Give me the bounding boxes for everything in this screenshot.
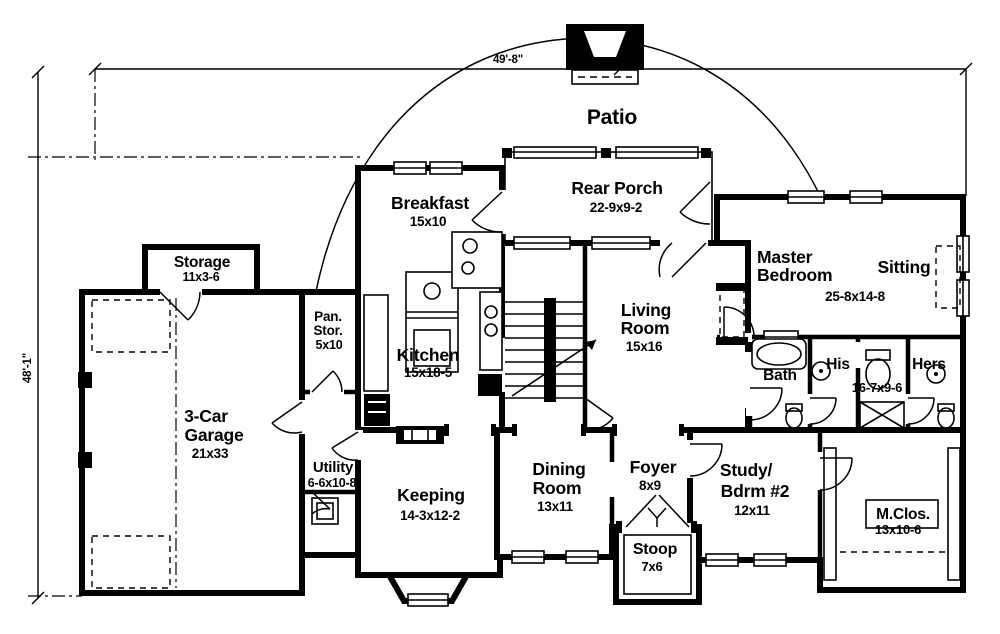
dining-window — [511, 550, 545, 564]
his-sink — [811, 361, 831, 381]
dining-room-label-2: Room — [533, 478, 582, 498]
kitchen-label: Kitchen — [397, 345, 460, 365]
breakfast-window — [393, 161, 427, 175]
utility-size: 6-6x10-8 — [308, 476, 357, 490]
room-labels: Patio Rear Porch 22-9x9-2 Breakfast 15x1… — [174, 106, 946, 574]
toilet — [785, 403, 803, 429]
his-closet-label: His — [826, 356, 850, 373]
sitting-label: Sitting — [877, 257, 930, 277]
rear-porch-label: Rear Porch — [571, 178, 662, 198]
master-bedroom-size: 25-8x14-8 — [825, 289, 885, 304]
garage-label-2: Garage — [184, 425, 244, 445]
storage-size: 11x3-6 — [182, 270, 219, 284]
living-room-window — [591, 236, 651, 250]
stoop-walls — [613, 524, 702, 605]
bath-label: Bath — [763, 367, 797, 384]
hers-closet-label: Hers — [912, 356, 946, 373]
porch-post — [502, 148, 512, 158]
stoop-label: Stoop — [633, 541, 678, 558]
master-closet-label: M.Clos. — [876, 506, 930, 523]
pantry-size: 5x10 — [315, 338, 342, 352]
master-closet-size: 13x10-6 — [875, 522, 921, 537]
master-bedroom-label-1: Master — [757, 247, 813, 267]
keeping-label: Keeping — [397, 485, 465, 505]
dining-window — [565, 550, 599, 564]
living-room-label-2: Room — [621, 318, 670, 338]
windows — [393, 146, 970, 607]
study-size: 12x11 — [734, 503, 770, 518]
overall-width-dimension: 49'-8" — [493, 54, 523, 66]
kitchen-counters — [363, 231, 503, 426]
wall-openings — [160, 190, 913, 533]
stair-hall-window — [513, 236, 571, 250]
rear-porch-size: 22-9x9-2 — [590, 200, 642, 215]
breakfast-label: Breakfast — [391, 193, 469, 213]
kitchen-island — [405, 271, 459, 373]
keeping-fireplace — [396, 426, 444, 444]
porch-screen-panel — [513, 146, 597, 159]
sitting-bay-ceiling-line — [935, 245, 961, 309]
dimension-lines: 49'-8" 48'-1" — [22, 54, 973, 605]
bathtub — [751, 338, 807, 370]
utility-label: Utility — [313, 459, 354, 476]
study-label-1: Study/ — [720, 460, 773, 480]
storage-label: Storage — [174, 254, 231, 271]
bath-size: 16-7x9-6 — [852, 380, 902, 395]
hers-sink — [926, 364, 946, 384]
dining-room-size: 13x11 — [537, 499, 573, 514]
doors — [159, 181, 935, 515]
toilet — [865, 349, 891, 390]
linen-cabinet — [859, 401, 905, 429]
master-closet-shelving — [823, 447, 961, 581]
living-room-label-1: Living — [621, 300, 671, 320]
study-label-2: Bdrm #2 — [721, 481, 790, 501]
sitting-bay-window — [956, 235, 970, 273]
patio-fireplace — [566, 24, 644, 85]
keeping-bay-window — [407, 593, 449, 607]
stair-stringer — [544, 298, 556, 402]
sitting-window — [849, 190, 883, 204]
walls — [79, 151, 966, 605]
overall-depth-dimension: 48'-1" — [22, 353, 34, 383]
sitting-bay-window — [956, 279, 970, 317]
study-window — [705, 553, 739, 567]
living-room-fireplace — [716, 283, 748, 345]
breakfast-window — [429, 161, 463, 175]
porch-screen-panel — [615, 146, 699, 159]
study-window — [753, 553, 787, 567]
porch-post — [601, 148, 611, 158]
pantry-label-1: Pan. — [314, 309, 342, 324]
living-room-size: 15x16 — [626, 339, 663, 354]
front-door — [625, 494, 690, 528]
master-bedroom-window — [787, 190, 825, 204]
stoop-size: 7x6 — [641, 559, 662, 574]
master-suite-walls — [714, 194, 966, 433]
garage-stall-markings — [78, 298, 177, 589]
foyer-size: 8x9 — [639, 478, 661, 493]
garage-size: 21x33 — [192, 446, 229, 461]
dining-room-label-1: Dining — [532, 459, 585, 479]
foyer-label: Foyer — [630, 457, 677, 477]
patio-label: Patio — [587, 106, 637, 129]
master-bedroom-label-2: Bedroom — [757, 265, 832, 285]
breakfast-size: 15x10 — [410, 214, 447, 229]
porch-post — [701, 148, 711, 158]
toilet — [937, 403, 955, 429]
garage-walls — [79, 289, 305, 596]
stoop-steps — [623, 534, 692, 595]
stairs — [505, 298, 597, 402]
kitchen-size: 15x18-5 — [404, 365, 453, 380]
keeping-size: 14-3x12-2 — [400, 508, 460, 523]
pantry-label-2: Stor. — [313, 323, 342, 338]
garage-label-1: 3-Car — [184, 406, 228, 426]
